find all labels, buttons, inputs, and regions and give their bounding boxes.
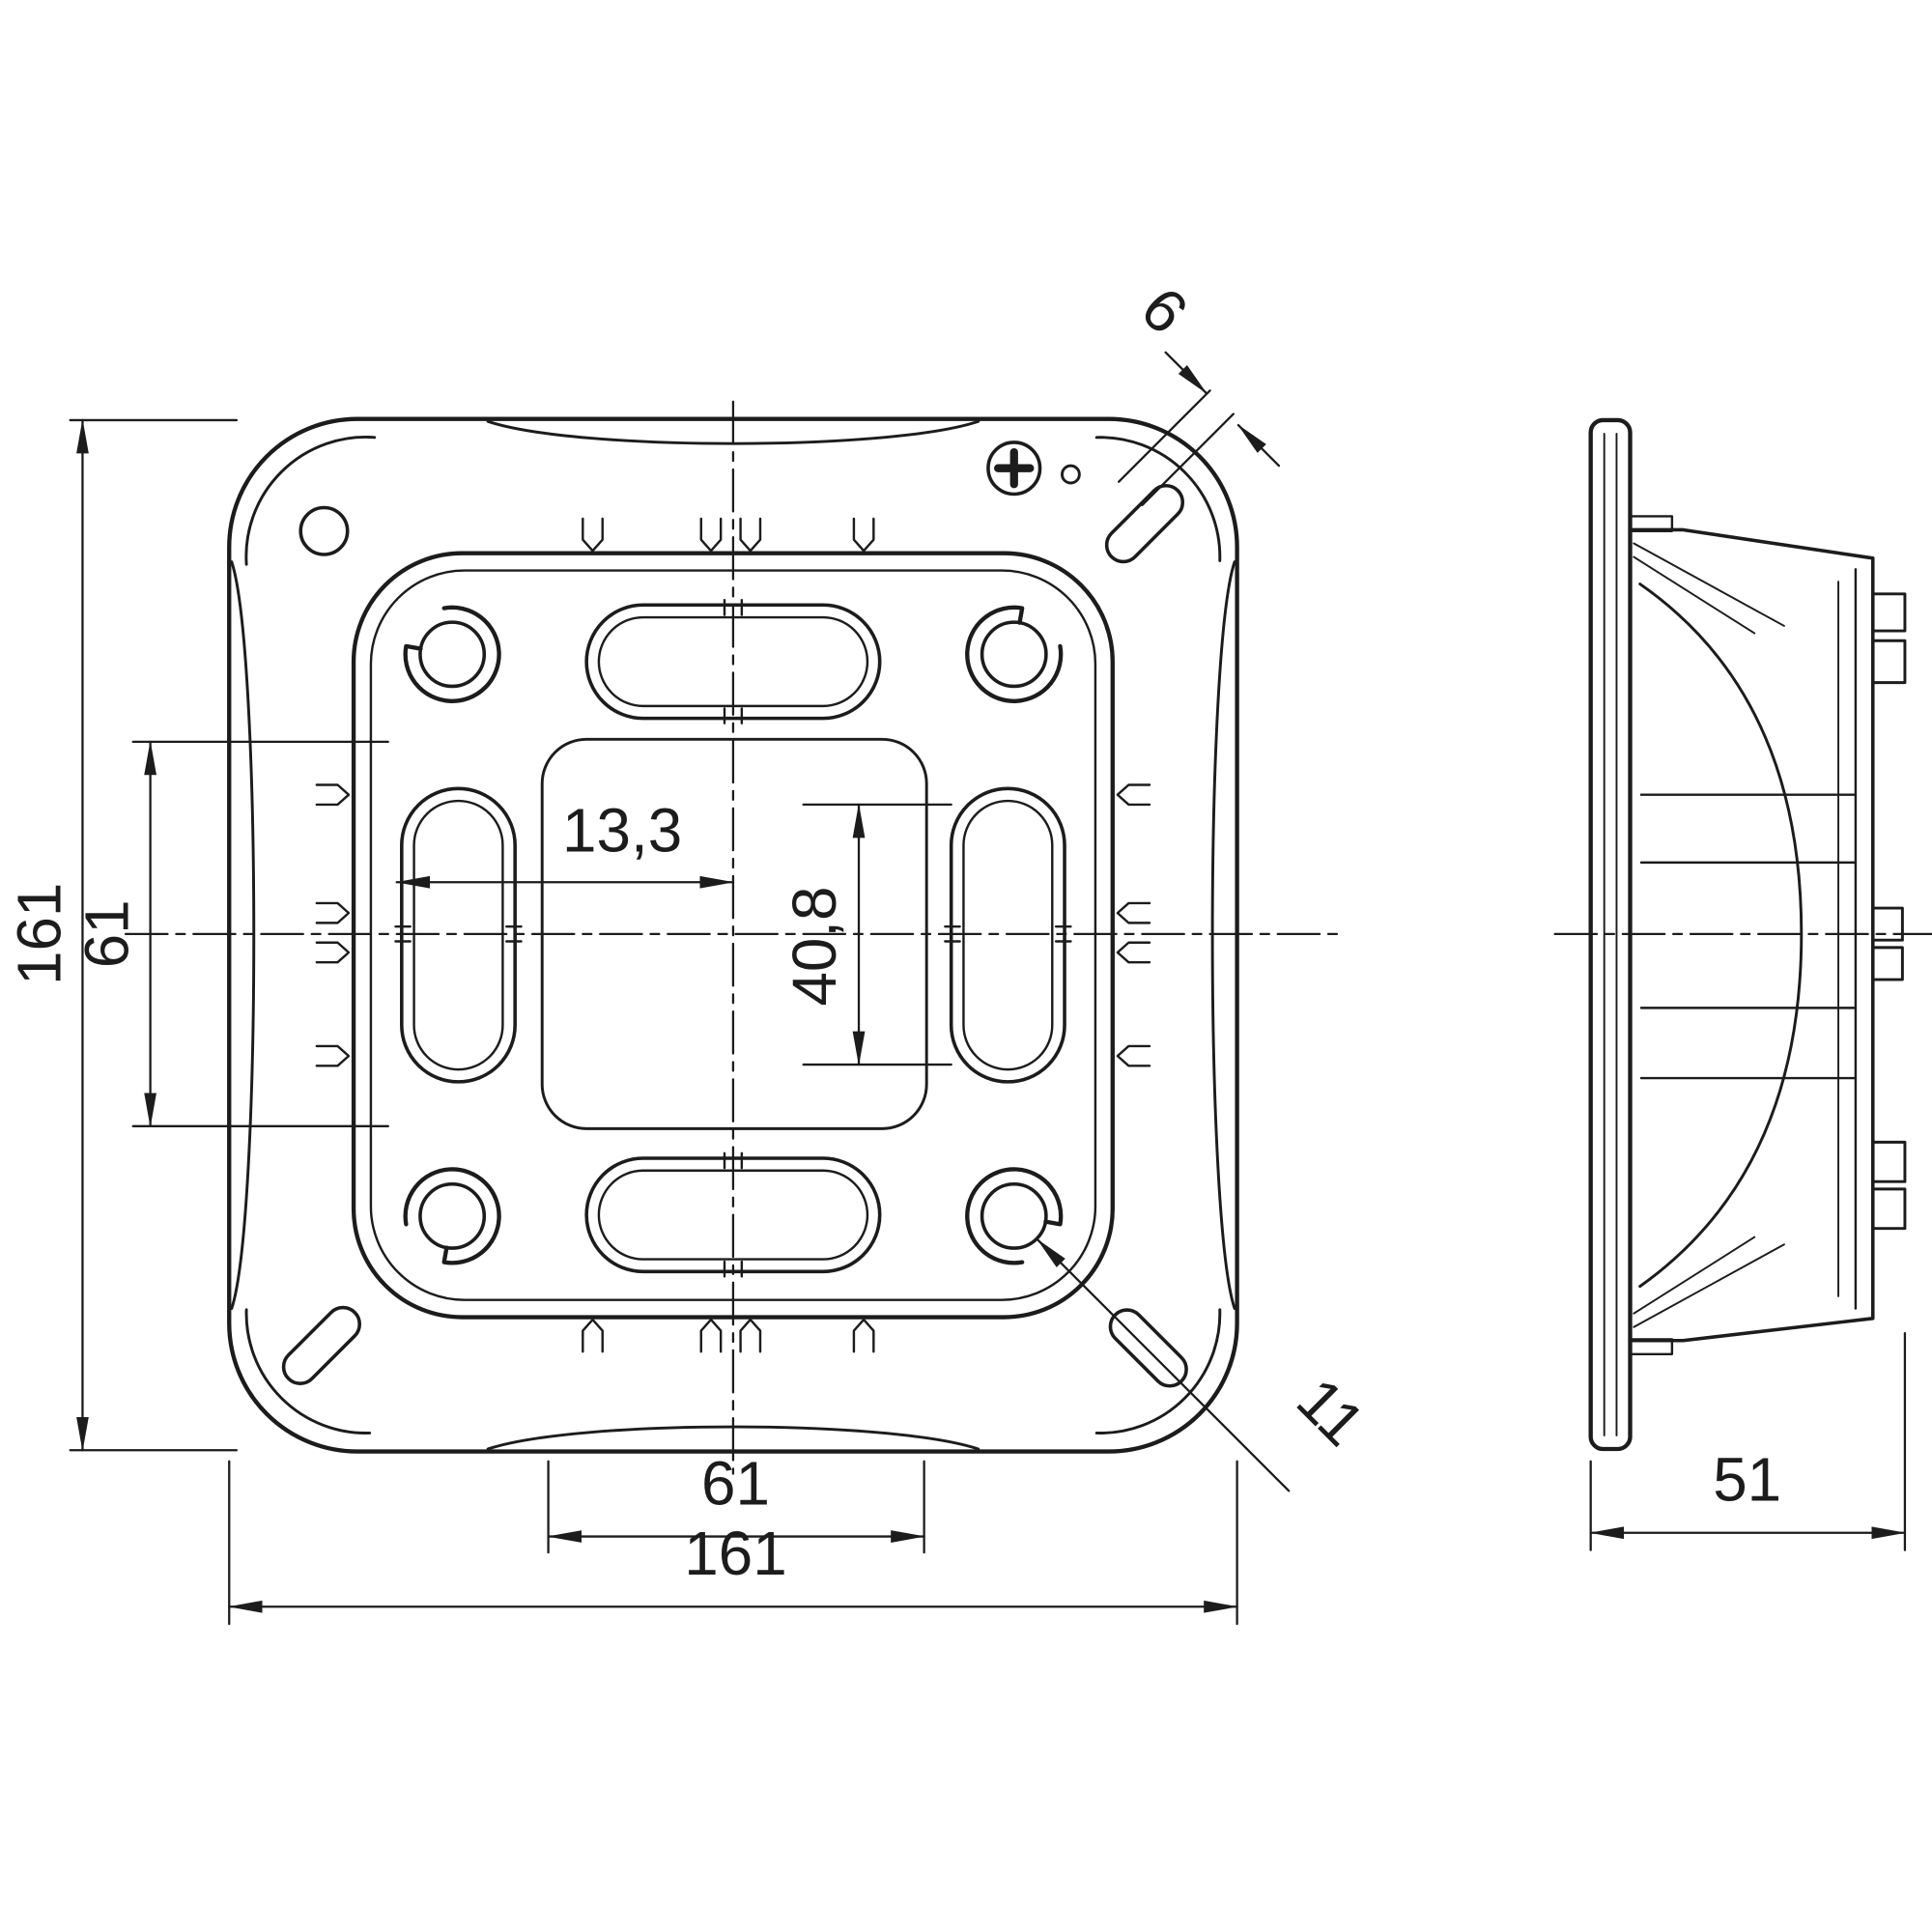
dim-inner-width: 61 — [547, 1448, 925, 1554]
dim-slot-to-center: 13,3 — [395, 795, 735, 889]
dim-inner-height: 61 — [72, 740, 389, 1128]
dim-overall-width-value: 161 — [684, 1519, 786, 1588]
mounting-slots — [394, 598, 1072, 1278]
dim-inner-height-value: 61 — [72, 899, 142, 968]
dim-slot-to-center-value: 13,3 — [562, 795, 682, 865]
dim-inner-width-value: 61 — [701, 1448, 770, 1518]
dim-claw-hole-value: 11 — [1284, 1365, 1378, 1460]
dim-depth-value: 51 — [1713, 1445, 1781, 1515]
front-view: 161 61 13,3 40,8 61 161 — [5, 273, 1378, 1626]
dim-oblong-width-value: 6 — [1128, 273, 1202, 347]
claw-holes — [403, 605, 1064, 1265]
dim-slot-length: 40,8 — [780, 803, 952, 1066]
dim-slot-length-value: 40,8 — [780, 887, 849, 1007]
dim-oblong-width: 6 — [1118, 273, 1281, 507]
dim-depth: 51 — [1589, 1331, 1907, 1551]
dim-overall-width: 161 — [227, 1460, 1238, 1626]
corner-holes — [281, 483, 1188, 1388]
fixing-tabs — [1871, 592, 1907, 1231]
dim-overall-height-value: 161 — [5, 883, 74, 985]
side-view: 51 — [1553, 417, 1932, 1551]
centerlines — [124, 400, 1348, 1475]
box-body-profile — [1628, 515, 1875, 1355]
screw-head-icon — [986, 440, 1081, 497]
dim-overall-height: 161 — [5, 418, 239, 1452]
edge-ticks — [315, 517, 1151, 1353]
